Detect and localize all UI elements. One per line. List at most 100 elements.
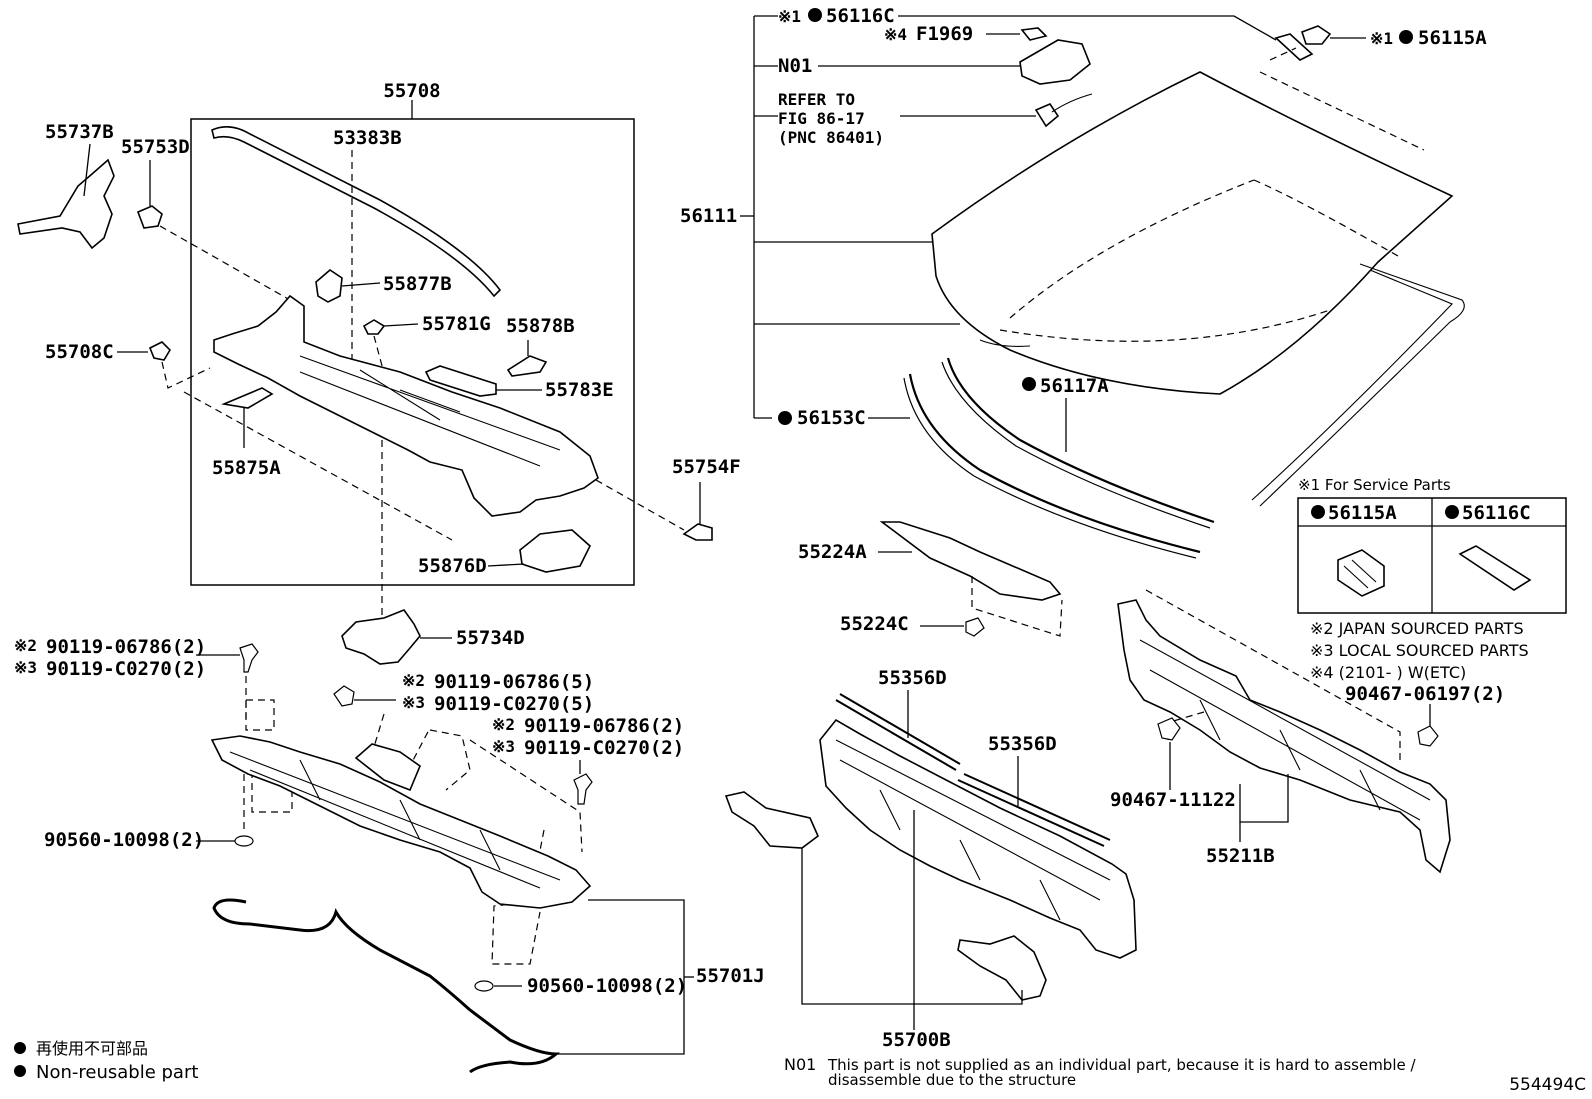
part-55877B[interactable]: [315, 268, 343, 303]
dam-56153C[interactable]: [908, 373, 1201, 554]
non-reusable-dot-icon: [808, 8, 822, 22]
marker-japan-2: ※2: [402, 671, 425, 690]
refer-line-2: FIG 86-17: [778, 109, 865, 128]
part-55783E[interactable]: [424, 365, 497, 397]
clip-55708C[interactable]: [148, 341, 172, 361]
part-label-56116C[interactable]: 56116C: [826, 5, 895, 27]
seal-55356D-right[interactable]: [957, 773, 1111, 847]
clip-icon-90467-06197[interactable]: [1417, 725, 1439, 747]
part-label-55701J[interactable]: 55701J: [696, 965, 765, 987]
part-label-90560-10098-a[interactable]: 90560-10098(2): [44, 829, 204, 851]
refer-line-3: (PNC 86401): [778, 128, 884, 147]
part-label-bolt-90119-C0270-c[interactable]: 90119-C0270(2): [524, 737, 684, 759]
part-label-90560-10098-b[interactable]: 90560-10098(2): [527, 975, 687, 997]
cowl-panel-55708[interactable]: [213, 294, 599, 517]
part-label-56111[interactable]: 56111: [680, 205, 737, 227]
dam-56117A[interactable]: [946, 357, 1215, 524]
windshield-glass-56111[interactable]: [931, 71, 1454, 395]
part-55878B[interactable]: [506, 355, 548, 377]
part-label-55875A[interactable]: 55875A: [212, 457, 281, 479]
part-label-56117A[interactable]: 56117A: [1040, 375, 1109, 397]
sensor-harness-86401[interactable]: [1034, 103, 1060, 128]
non-reusable-dot-icon: [1311, 505, 1325, 519]
non-reusable-dot-icon: [14, 1042, 26, 1054]
part-label-53383B[interactable]: 53383B: [333, 127, 402, 149]
part-label-55753D[interactable]: 55753D: [121, 136, 190, 158]
part-label-55877B[interactable]: 55877B: [383, 273, 452, 295]
part-label-bolt-90119-C0270-a[interactable]: 90119-C0270(2): [46, 658, 206, 680]
garnish-56116C[interactable]: [1274, 33, 1314, 61]
cowl-panel-55700B[interactable]: [819, 718, 1137, 959]
marker-japan-3: ※2: [492, 715, 515, 734]
footnote-line-1: This part is not supplied as an individu…: [827, 1056, 1416, 1074]
marker-service-2: ※1: [1370, 29, 1393, 48]
part-label-55224A[interactable]: 55224A: [798, 541, 867, 563]
part-55737B[interactable]: [17, 158, 115, 250]
seal-55356D-left[interactable]: [835, 693, 961, 771]
part-label-90467-11122[interactable]: 90467-11122: [1110, 789, 1236, 811]
part-label-55878B[interactable]: 55878B: [506, 315, 575, 337]
part-55875A[interactable]: [221, 387, 274, 409]
grommet-icon-1[interactable]: [234, 835, 254, 847]
part-label-N01[interactable]: N01: [778, 55, 812, 77]
note-japan-sourced: ※2 JAPAN SOURCED PARTS: [1310, 619, 1524, 638]
part-label-bolt-90119-C0270-b[interactable]: 90119-C0270(5): [434, 693, 594, 715]
footnote-line-2: disassemble due to the structure: [828, 1071, 1076, 1089]
part-55754F[interactable]: [682, 523, 713, 541]
grommet-icon-2[interactable]: [474, 980, 494, 992]
part-label-56153C[interactable]: 56153C: [797, 407, 866, 429]
part-label-55356D-a[interactable]: 55356D: [878, 667, 947, 689]
footnote-code-N01: N01: [784, 1055, 816, 1074]
part-label-55734D[interactable]: 55734D: [456, 627, 525, 649]
bolt-icon-3[interactable]: [573, 773, 593, 805]
part-label-55737B[interactable]: 55737B: [45, 121, 114, 143]
bolt-icon-2[interactable]: [333, 685, 355, 707]
part-label-bolt-90119-06786-b[interactable]: 90119-06786(5): [434, 671, 594, 693]
part-N01-bracket[interactable]: [1019, 39, 1091, 85]
part-label-55876D[interactable]: 55876D: [418, 555, 487, 577]
service-col-56115A: 56115A: [1328, 502, 1397, 524]
non-reusable-dot-icon: [1399, 30, 1413, 44]
part-label-55211B[interactable]: 55211B: [1206, 845, 1275, 867]
refer-line-1: REFER TO: [778, 90, 855, 109]
part-label-55783E[interactable]: 55783E: [545, 379, 614, 401]
part-label-bolt-90119-06786-a[interactable]: 90119-06786(2): [46, 636, 206, 658]
marker-service-1: ※1: [778, 7, 801, 26]
weatherstrip-53383B[interactable]: [211, 126, 502, 298]
cowl-lower-55701J[interactable]: [210, 735, 592, 909]
clip-55781G[interactable]: [362, 319, 386, 335]
part-label-55708C[interactable]: 55708C: [45, 341, 114, 363]
part-label-55754F[interactable]: 55754F: [672, 456, 741, 478]
part-55734D[interactable]: [341, 609, 421, 665]
part-label-90467-06197[interactable]: 90467-06197(2): [1345, 683, 1505, 705]
part-label-55356D-b[interactable]: 55356D: [988, 733, 1057, 755]
cowl-lower-upper-frame[interactable]: [354, 743, 421, 792]
part-label-55700B[interactable]: 55700B: [882, 1029, 951, 1051]
clip-56115A[interactable]: [1300, 25, 1332, 45]
part-label-55224C[interactable]: 55224C: [840, 613, 909, 635]
part-label-bolt-90119-06786-c[interactable]: 90119-06786(2): [524, 715, 684, 737]
clip-icon-90467-11122[interactable]: [1157, 717, 1181, 741]
legend-jp: 再使用不可部品: [36, 1039, 148, 1058]
tag-F1969[interactable]: [1020, 27, 1048, 41]
service-col-56116C: 56116C: [1462, 502, 1531, 524]
clip-55753D[interactable]: [136, 205, 163, 229]
clip-icon-55224C[interactable]: [965, 617, 985, 637]
bracket-55700B-right[interactable]: [957, 935, 1047, 1001]
part-55224A[interactable]: [879, 521, 1062, 601]
part-label-F1969[interactable]: F1969: [916, 23, 973, 45]
non-reusable-dot-icon: [778, 411, 792, 425]
cowl-lower-55211B[interactable]: [1117, 599, 1451, 874]
non-reusable-dot-icon: [1445, 505, 1459, 519]
seal-hose-55701J[interactable]: [212, 898, 560, 1074]
part-label-56115A[interactable]: 56115A: [1418, 27, 1487, 49]
bracket-55700B-left[interactable]: [724, 791, 819, 849]
garnish-56116C-icon: [1458, 545, 1532, 591]
part-label-55708[interactable]: 55708: [383, 80, 440, 102]
part-label-55781G[interactable]: 55781G: [422, 313, 491, 335]
mount-outline-1: [245, 699, 275, 731]
bolt-icon-1[interactable]: [239, 643, 259, 673]
marker-local-3: ※3: [492, 737, 515, 756]
part-55876D[interactable]: [519, 529, 591, 573]
